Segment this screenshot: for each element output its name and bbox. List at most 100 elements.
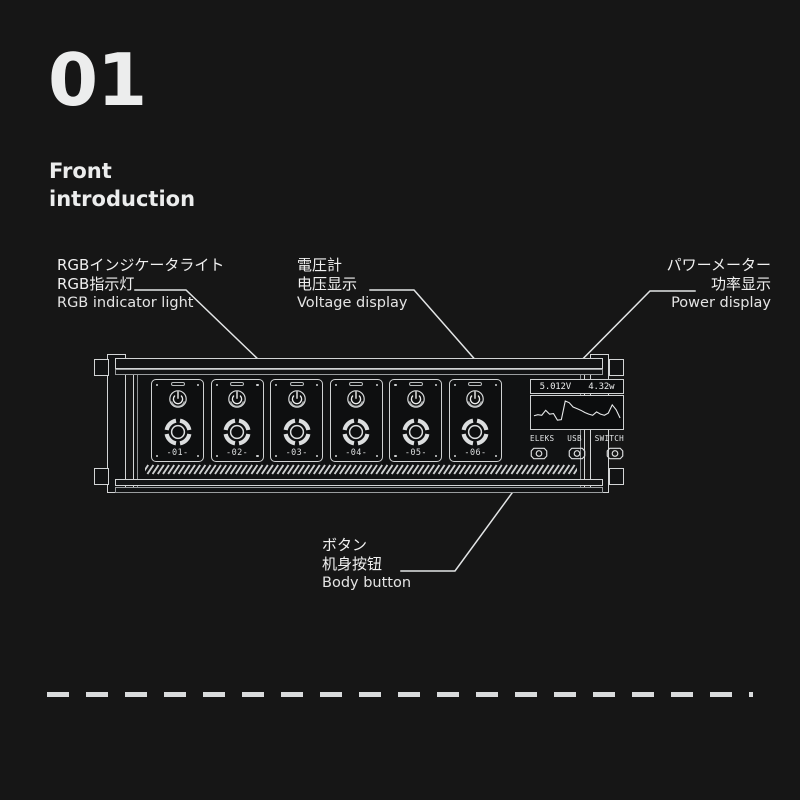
rack-tab-right-top <box>609 359 624 376</box>
module-notch <box>408 381 423 386</box>
callout-power-display: パワーメーター 功率显示 Power display <box>0 256 771 313</box>
module-screw-tr <box>375 384 378 387</box>
brand-word-1: ELEKS <box>530 434 555 443</box>
rack-tab-left-bottom <box>94 468 109 485</box>
module-screw-tl <box>334 384 337 387</box>
vent-slots <box>145 464 577 475</box>
rgb-ring-icon <box>223 418 251 446</box>
waveform-graph <box>530 395 624 430</box>
device-bottom-rail <box>115 479 603 486</box>
callout-rgb-ja: RGBインジケータライト <box>57 256 225 274</box>
channel-rgb-indicator-3 <box>281 416 313 448</box>
button-left-icon[interactable] <box>530 447 548 460</box>
channel-module-strip: -01- -02- -03- -04- -05- -06- <box>151 379 521 462</box>
channel-rgb-indicator-2 <box>221 416 253 448</box>
channel-label-6: -06- <box>464 447 487 458</box>
module-screw-bl <box>394 454 397 457</box>
module-screw-br <box>196 454 199 457</box>
module-screw-br <box>375 454 378 457</box>
module-screw-bl <box>215 454 218 457</box>
channel-module-1[interactable]: -01- <box>151 379 204 462</box>
callout-voltage-ja: 電圧計 <box>297 256 343 274</box>
module-screw-tr <box>435 384 438 387</box>
module-screw-tl <box>394 384 397 387</box>
channel-label-4: -04- <box>345 447 368 458</box>
vent-grille <box>145 464 577 475</box>
callout-button-en: Body button <box>322 575 412 592</box>
module-screw-tl <box>453 384 457 387</box>
module-screw-br <box>494 454 497 457</box>
page-title: Front introduction <box>49 159 196 211</box>
channel-power-button-5[interactable] <box>405 389 427 411</box>
channel-power-button-1[interactable] <box>167 389 189 411</box>
module-screw-tl <box>275 384 278 387</box>
channel-label-2: -02- <box>226 447 249 458</box>
channel-rgb-indicator-6 <box>459 416 491 448</box>
rack-tab-right-bottom <box>609 468 624 485</box>
module-screw-tr <box>494 384 497 387</box>
button-right[interactable] <box>606 445 624 464</box>
readout-bar: 5.012V 4.32w <box>530 379 624 394</box>
power-value: 4.32w <box>588 381 615 392</box>
callout-rgb-zh: RGB指示灯 <box>57 275 135 294</box>
module-notch <box>230 381 245 386</box>
waveform-svg <box>531 396 623 429</box>
module-screw-bl <box>156 454 159 457</box>
callout-button-ja: ボタン <box>322 536 368 554</box>
button-right-icon[interactable] <box>606 447 624 460</box>
rgb-ring-icon <box>342 418 370 446</box>
power-icon <box>228 390 246 408</box>
power-icon <box>466 390 485 408</box>
channel-power-button-3[interactable] <box>286 389 308 411</box>
channel-module-2[interactable]: -02- <box>210 379 264 462</box>
module-screw-bl <box>334 454 337 457</box>
bottom-divider <box>47 692 753 697</box>
channel-label-5: -05- <box>404 447 427 458</box>
power-icon <box>347 390 366 408</box>
channel-label-1: -01- <box>166 447 189 458</box>
channel-power-button-4[interactable] <box>345 389 367 411</box>
channel-rgb-indicator-4 <box>340 416 372 448</box>
callout-power-en: Power display <box>671 295 771 312</box>
section-number: 01 <box>48 38 147 122</box>
module-screw-br <box>435 454 438 457</box>
body-button-row <box>530 445 624 464</box>
module-notch <box>349 381 364 386</box>
channel-module-5[interactable]: -05- <box>389 379 443 462</box>
rack-tab-left-top <box>94 359 109 376</box>
power-icon <box>407 390 425 408</box>
device-top-rail-secondary <box>115 369 603 375</box>
rgb-ring-icon <box>283 418 311 446</box>
power-icon <box>168 390 187 408</box>
module-screw-br <box>256 454 259 457</box>
channel-power-button-2[interactable] <box>226 389 248 411</box>
device-top-rail <box>115 358 603 369</box>
callout-button-zh: 机身按钮 <box>322 555 383 574</box>
callout-voltage-zh: 电压显示 <box>297 275 358 294</box>
rgb-ring-icon <box>462 418 489 446</box>
device-front-view: -01- -02- -03- -04- -05- -06- 5.012V 4.32w EL… <box>93 352 624 502</box>
module-screw-tr <box>316 384 319 387</box>
device-bottom-rail-secondary <box>115 487 603 493</box>
callout-power-ja: パワーメーター <box>666 256 771 274</box>
button-left[interactable] <box>530 445 548 464</box>
brand-word-2: USB <box>567 434 582 443</box>
module-notch <box>289 381 304 386</box>
rgb-ring-icon <box>402 418 430 446</box>
channel-label-3: -03- <box>285 447 308 458</box>
module-notch <box>468 381 483 386</box>
channel-module-4[interactable]: -04- <box>329 379 383 462</box>
module-notch <box>170 381 185 386</box>
button-middle-icon[interactable] <box>568 447 586 460</box>
channel-module-3[interactable]: -03- <box>270 379 324 462</box>
button-middle[interactable] <box>568 445 586 464</box>
module-screw-bl <box>453 454 457 457</box>
channel-rgb-indicator-5 <box>400 416 432 448</box>
channel-power-button-6[interactable] <box>464 389 486 411</box>
channel-module-6[interactable]: -06- <box>448 379 502 462</box>
module-screw-br <box>316 454 319 457</box>
module-screw-tl <box>156 384 159 387</box>
